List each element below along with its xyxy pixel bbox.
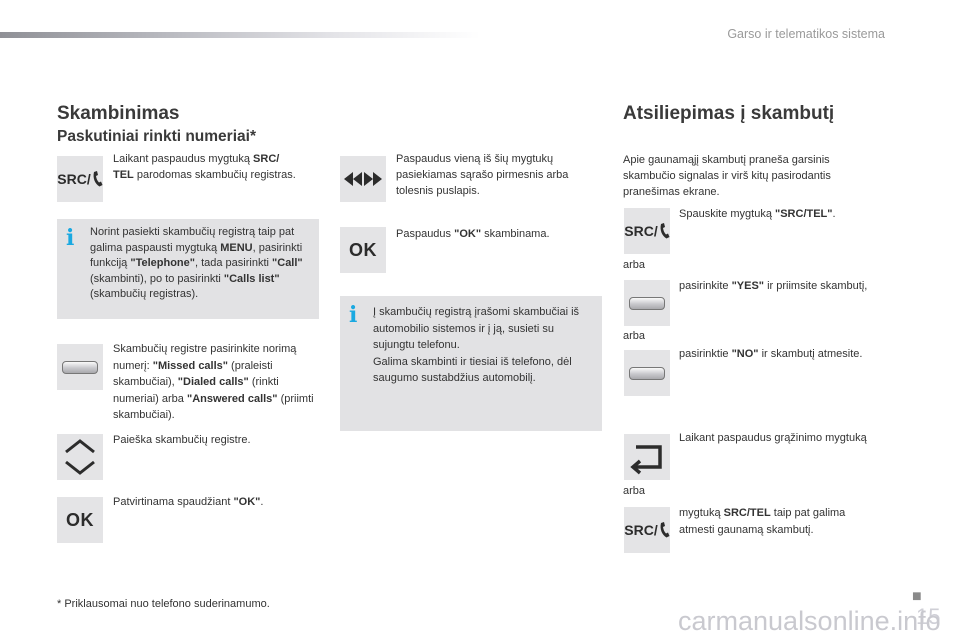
text-press-src-tel: Spauskite mygtuką "SRC/TEL". — [679, 208, 836, 220]
footnote: * Priklausomai nuo telefono suderinamumo… — [57, 598, 270, 610]
text-reject-call: mygtuką SRC/TEL taip pat galima atmesti … — [679, 507, 846, 536]
text-select-yes: pasirinkite "YES" ir priimsite skambutį, — [679, 280, 868, 292]
info-box-menu: i Norint pasiekti skambučių registrą tai… — [57, 219, 319, 319]
text-press-ok: Paspaudus "OK" skambinama. — [396, 228, 550, 240]
src-tel-button-icon-reject: SRC/ — [624, 507, 670, 553]
section-heading-calling: Skambinimas — [57, 103, 180, 124]
src-label: SRC/ — [57, 171, 91, 187]
text-src-hold: Laikant paspaudus mygtuką SRC/TEL parodo… — [113, 153, 296, 181]
or-label-2: arba — [623, 330, 646, 342]
subheading-last-dialed: Paskutiniai rinkti numeriai* — [57, 128, 256, 145]
phone-handset-icon — [660, 223, 670, 239]
ok-label: OK — [349, 239, 377, 260]
ok-label: OK — [66, 509, 94, 530]
rocker-pill-icon — [62, 360, 98, 374]
info-text-menu: Norint pasiekti skambučių registrą taip … — [90, 226, 303, 300]
rocker-button-icon — [57, 344, 103, 390]
text-page-scroll: Paspaudus vieną iš šių mygtukų pasiekiam… — [396, 153, 569, 197]
or-label-3: arba — [623, 485, 646, 497]
text-select-no: pasirinktie "NO" ir skambutį atmesite. — [679, 348, 863, 360]
text-search-log: Paieška skambučių registre. — [113, 434, 251, 446]
info-icon: i — [66, 225, 75, 251]
header-gradient-bar — [0, 32, 480, 38]
info-text-call-log: Į skambučių registrą įrašomi skambučiai … — [373, 306, 580, 384]
skip-arrows-icon — [344, 172, 382, 186]
info-icon: i — [349, 302, 358, 328]
header-title: Garso ir telematikos sistema — [727, 27, 885, 41]
rocker-pill-icon — [629, 296, 665, 310]
text-incoming-intro: Apie gaunamąjį skambutį praneša garsinis… — [623, 154, 831, 198]
up-down-arrows-icon — [57, 434, 103, 480]
return-arrow-icon — [630, 445, 662, 475]
rocker-button-icon-yes — [624, 280, 670, 326]
text-hold-back: Laikant paspaudus grąžinimo mygtuką — [679, 432, 867, 444]
info-box-call-log: i Į skambučių registrą įrašomi skambučia… — [340, 296, 602, 431]
rocker-pill-icon — [629, 366, 665, 380]
watermark: carmanualsonline.info — [678, 606, 941, 636]
text-confirm-ok: Patvirtinama spaudžiant "OK". — [113, 496, 264, 508]
prev-next-button-icon — [340, 156, 386, 202]
page-number: 15 — [916, 604, 941, 629]
phone-handset-icon — [660, 522, 670, 538]
back-button-icon — [624, 434, 670, 480]
src-tel-button-icon-right: SRC/ — [624, 208, 670, 254]
src-label: SRC/ — [624, 522, 658, 538]
ok-button-icon: OK — [57, 497, 103, 543]
or-label-1: arba — [623, 259, 646, 271]
ok-button-icon-middle: OK — [340, 227, 386, 273]
src-label: SRC/ — [624, 223, 658, 239]
section-heading-answering: Atsiliepimas į skambutį — [623, 103, 835, 124]
rocker-button-icon-no — [624, 350, 670, 396]
text-select-number: Skambučių registre pasirinkite norimą nu… — [113, 343, 314, 421]
phone-handset-icon — [93, 171, 103, 187]
src-tel-button-icon: SRC/ — [57, 156, 103, 202]
chevron-up-down-icon — [65, 439, 95, 475]
page-marker: ■ — [912, 588, 922, 605]
